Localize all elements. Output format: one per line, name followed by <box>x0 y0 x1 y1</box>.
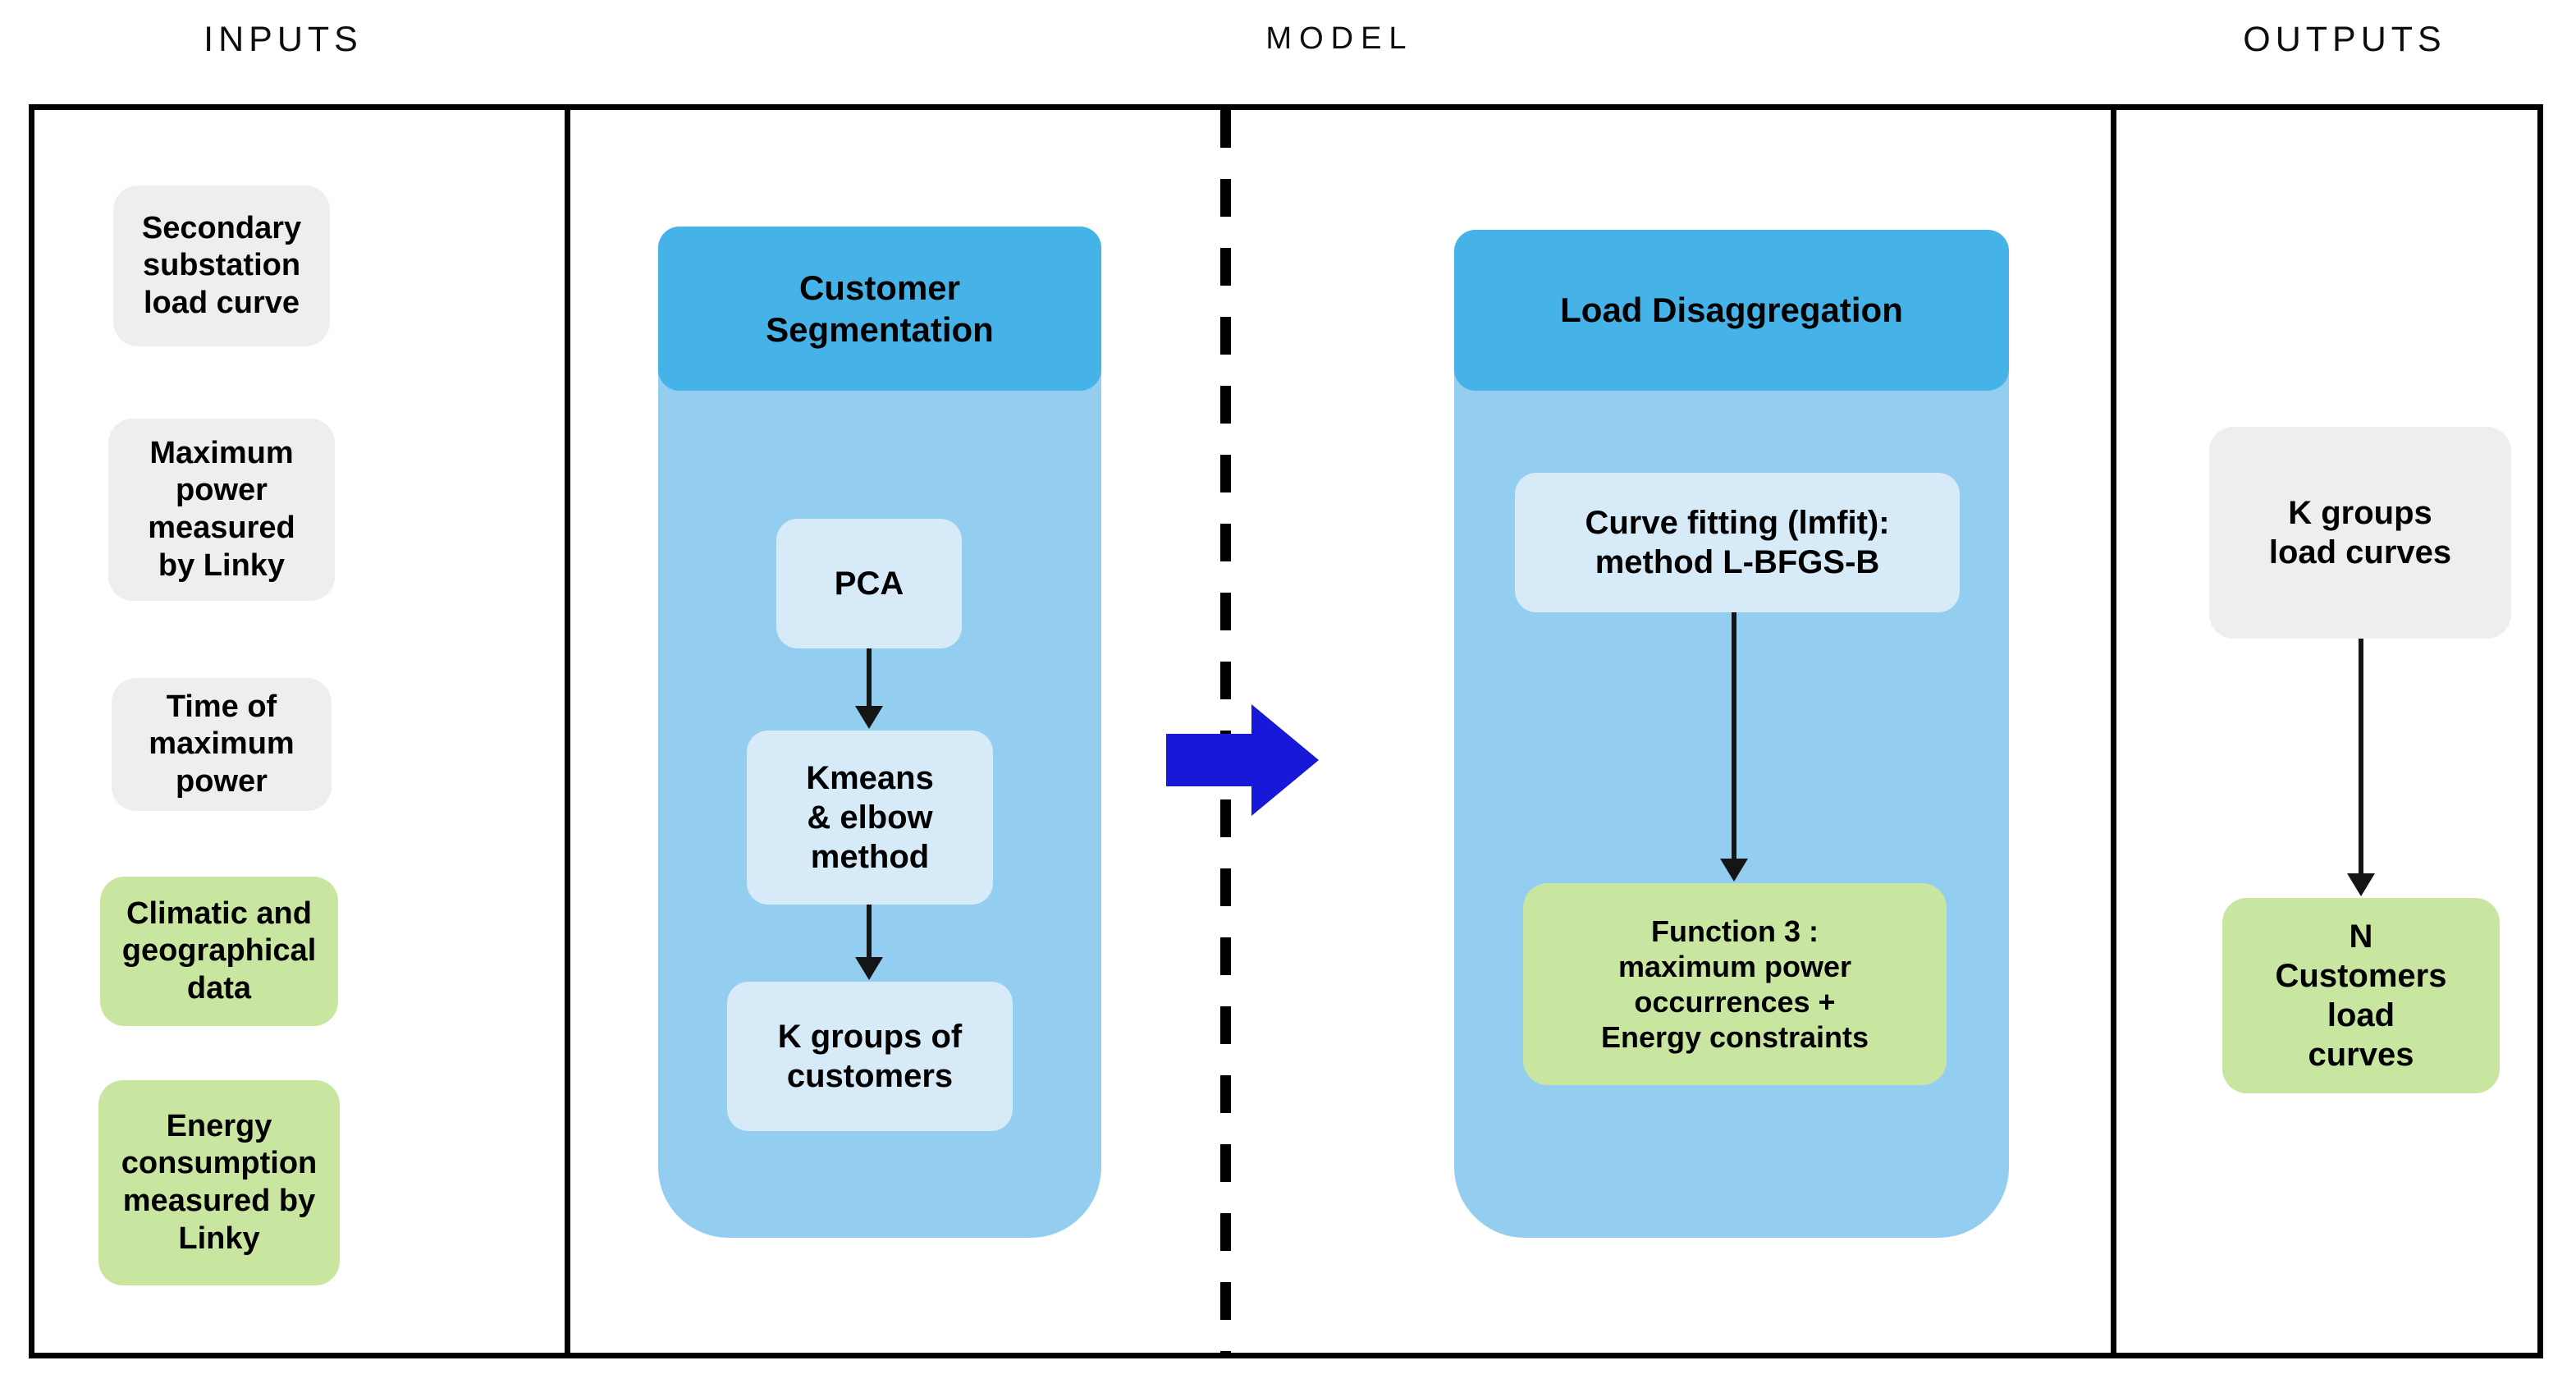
arrow-kmeans-to-k-groups <box>855 905 883 982</box>
transition-arrow-right-icon <box>1166 704 1319 816</box>
arrow-shaft <box>1732 612 1736 860</box>
diagram-frame <box>29 104 2543 1358</box>
step-box-k-groups-customers: K groups of customers <box>727 982 1013 1131</box>
column-header-inputs: Inputs <box>204 6 363 62</box>
arrow-pca-to-kmeans <box>855 648 883 731</box>
arrow-k-groups-to-n-customers <box>2347 639 2375 898</box>
input-box-climatic-geographical-data: Climatic and geographical data <box>100 877 338 1026</box>
step-box-pca: PCA <box>776 519 962 648</box>
arrow-shaft <box>2359 639 2363 875</box>
output-box-n-customers-load-curves: N Customers load curves <box>2222 898 2500 1093</box>
column-divider-outputs <box>2111 110 2116 1353</box>
arrow-shaft <box>867 648 872 708</box>
step-box-function-3-constraints: Function 3 : maximum power occurrences +… <box>1523 883 1947 1085</box>
input-box-maximum-power-measured-by-linky: Maximum power measured by Linky <box>108 419 335 601</box>
arrow-head-down-icon <box>2347 873 2375 896</box>
column-header-outputs: Outputs <box>2243 6 2446 62</box>
input-box-secondary-substation-load-curve: Secondary substation load curve <box>113 186 330 346</box>
arrow-shaft <box>867 905 872 959</box>
arrow-head-down-icon <box>855 706 883 729</box>
output-box-k-groups-load-curves: K groups load curves <box>2209 427 2511 639</box>
step-box-kmeans-elbow: Kmeans & elbow method <box>747 731 993 905</box>
step-box-curve-fitting-lmfit: Curve fitting (lmfit): method L-BFGS-B <box>1515 473 1960 612</box>
arrow-head-down-icon <box>1720 859 1748 882</box>
dashed-stage-divider <box>1220 110 1231 1353</box>
column-header-model: Model <box>1265 9 1414 58</box>
column-divider-inputs <box>565 110 570 1353</box>
arrow-head-down-icon <box>855 957 883 980</box>
panel-title-load-disaggregation: Load Disaggregation <box>1454 230 2009 391</box>
input-box-energy-consumption-measured-by-linky: Energy consumption measured by Linky <box>98 1080 340 1285</box>
input-box-time-of-maximum-power: Time of maximum power <box>112 678 332 811</box>
arrow-curve-fitting-to-function-3 <box>1720 612 1748 883</box>
panel-title-customer-segmentation: Customer Segmentation <box>658 227 1101 391</box>
